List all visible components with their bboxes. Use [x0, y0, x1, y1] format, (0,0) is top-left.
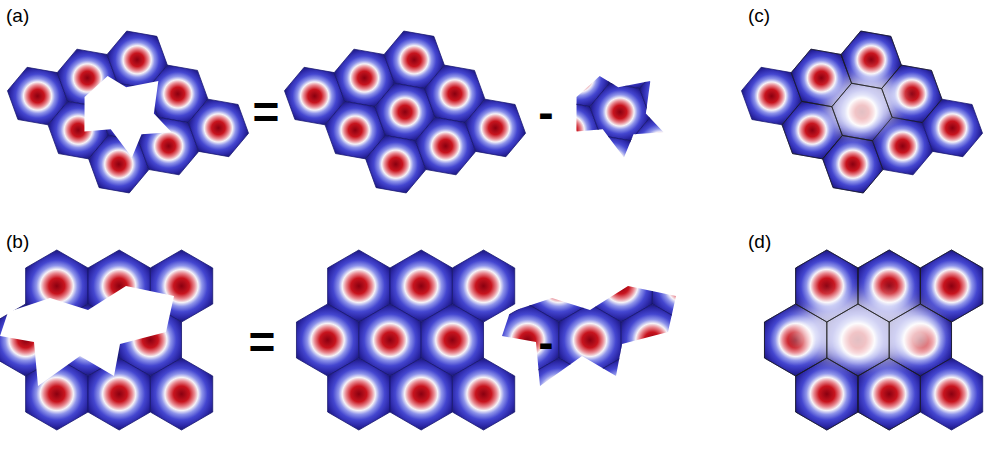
panel-label: (d) — [748, 232, 771, 251]
perturbed-lattice — [764, 250, 982, 430]
hole — [69, 60, 180, 170]
removed-piece — [496, 250, 714, 430]
perturbation — [816, 64, 909, 145]
panel-label: (a) — [6, 6, 29, 25]
lattice-with-hole — [2, 4, 254, 220]
equals-sign: = — [249, 319, 276, 365]
removed-piece — [494, 4, 746, 220]
equals-sign: = — [253, 89, 280, 135]
minus-sign: - — [538, 89, 553, 135]
perturbed-lattice — [736, 4, 988, 220]
panel-label: (c) — [748, 6, 770, 25]
minus-sign: - — [538, 319, 553, 365]
lattice-with-hole — [0, 250, 213, 430]
full-lattice — [279, 4, 531, 220]
panel-label: (b) — [6, 232, 29, 251]
hole — [0, 286, 174, 386]
full-lattice — [296, 250, 514, 430]
